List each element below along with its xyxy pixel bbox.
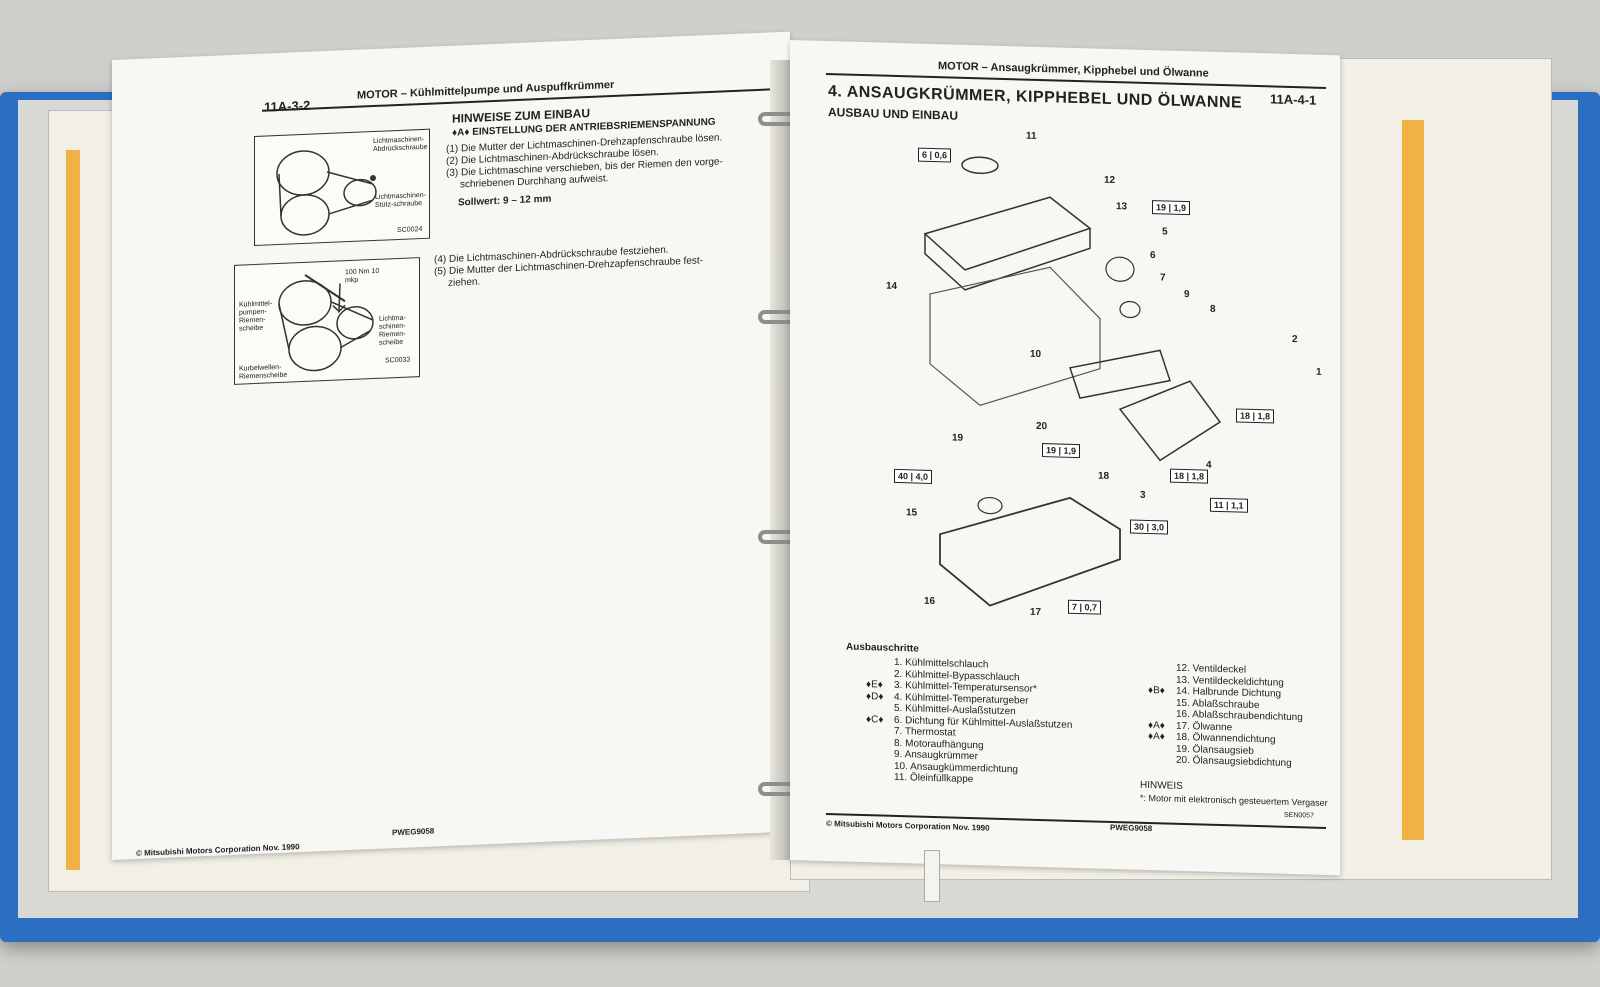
figure-label: Lichtmaschinen-Abdrückschraube: [373, 135, 428, 154]
belt-figure-1: Lichtmaschinen-Abdrückschraube Lichtmasc…: [254, 128, 430, 247]
step-marker: ♦A♦: [452, 127, 470, 139]
torque-box: 40 | 4,0: [894, 468, 933, 484]
torque-box: 18 | 1,8: [1170, 468, 1209, 484]
part-number: 8: [1210, 303, 1216, 315]
instructions-block-2: (4) Die Lichtmaschinen-Abdrückschraube f…: [434, 243, 703, 290]
torque-box: 7 | 0,7: [1068, 599, 1102, 615]
figure-label: Lichtmaschinen-Stütz-schraube: [375, 191, 426, 209]
torque-label: 100 Nm 10 mkp: [345, 267, 380, 285]
figure-code: SEN0057: [1284, 811, 1314, 820]
right-page: MOTOR – Ansaugkrümmer, Kipphebel und Ölw…: [790, 40, 1340, 876]
left-page: 11A-3-2 MOTOR – Kühlmittelpumpe und Ausp…: [112, 31, 790, 861]
part-number: 3: [1140, 489, 1146, 501]
right-footer-code: PWEG9058: [1110, 822, 1153, 834]
steps-title: Ausbauschritte: [846, 641, 919, 655]
right-orange-tab-stripe: [1402, 120, 1424, 840]
torque-box: 19 | 1,9: [1042, 443, 1081, 459]
part-number: 7: [1160, 272, 1166, 284]
belt-diagram-2: [278, 274, 374, 372]
note-text: *: Motor mit elektronisch gesteuertem Ve…: [1140, 792, 1328, 809]
torque-box: 18 | 1,8: [1236, 408, 1275, 424]
part-number: 16: [924, 595, 936, 608]
belt-figure-2: 100 Nm 10 mkp Kühlmittel-pumpen-Riemen-s…: [234, 257, 420, 385]
torque-box: 11 | 1,1: [1210, 497, 1248, 513]
part-number: 4: [1206, 459, 1212, 471]
torque-box: 19 | 1,9: [1152, 200, 1191, 216]
figure-code: SC0033: [385, 356, 411, 365]
part-number: 15: [906, 507, 918, 519]
instructions-block-1: (1) Die Mutter der Lichtmaschinen-Drehza…: [446, 132, 723, 192]
part-number: 18: [1098, 470, 1110, 482]
figure-label: Kühlmittel-pumpen-Riemen-scheibe: [239, 300, 273, 333]
figure-label: Kurbelwellen-Riemenscheibe: [239, 363, 288, 381]
part-number: 12: [1104, 174, 1116, 187]
part-number: 10: [1030, 348, 1042, 361]
part-number: 5: [1162, 226, 1168, 238]
step-item: 20. Ölansaugsiebdichtung: [1176, 754, 1292, 770]
left-footer-code: PWEG9058: [392, 826, 435, 838]
figure-code: SC0024: [397, 225, 423, 235]
steps-markers-col1: ♦E♦ ♦D♦ ♦C♦: [866, 679, 884, 726]
part-number: 14: [886, 280, 898, 292]
part-number: 17: [1030, 606, 1042, 619]
part-number: 11: [1026, 130, 1037, 142]
engine-exploded-diagram: [923, 156, 1222, 607]
part-number: 6: [1150, 250, 1156, 262]
left-orange-tab-stripe: [66, 150, 80, 870]
belt-diagram-1: [276, 150, 377, 236]
part-number: 9: [1184, 289, 1190, 301]
right-page-number: 11A-4-1: [1270, 91, 1317, 108]
bookmark-tab: [924, 850, 940, 902]
part-number: 20: [1036, 420, 1048, 433]
steps-list-col1: 1. Kühlmittelschlauch 2. Kühlmittel-Bypa…: [894, 657, 1072, 788]
steps-list-col2: 12. Ventildeckel 13. Ventildeckeldichtun…: [1176, 663, 1303, 770]
figure-label: Lichtma-schinen-Riemen-scheibe: [379, 314, 406, 347]
left-page-number: 11A-3-2: [264, 97, 311, 115]
steps-markers-col2: ♦B♦ ♦A♦ ♦A♦: [1148, 684, 1165, 743]
part-number: 13: [1116, 201, 1128, 213]
sollwert: Sollwert: 9 – 12 mm: [458, 193, 552, 209]
torque-box: 6 | 0,6: [918, 147, 952, 163]
part-number: 19: [952, 432, 964, 444]
part-number: 2: [1292, 334, 1298, 346]
part-number: 1: [1316, 366, 1322, 378]
torque-box: 30 | 3,0: [1130, 519, 1169, 535]
right-footer-copyright: © Mitsubishi Motors Corporation Nov. 199…: [826, 819, 990, 833]
